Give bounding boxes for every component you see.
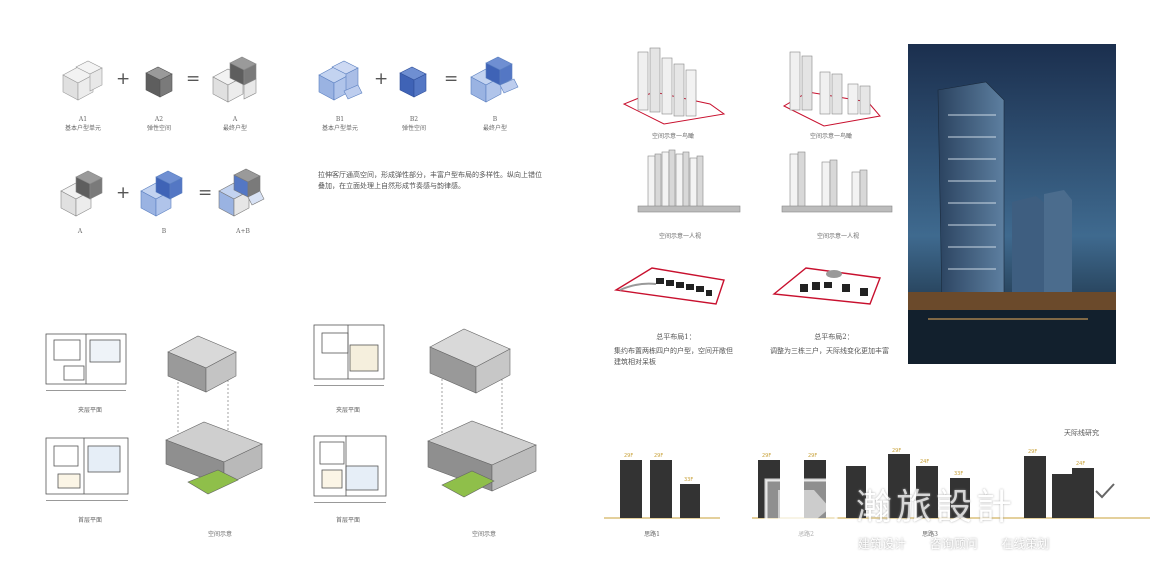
plan-left-upper-caption: 夹层平面 xyxy=(77,407,102,414)
site-plan-1-title: 总平布局1： xyxy=(656,333,696,341)
watermark-tag-3: 在线策划 xyxy=(1001,537,1050,551)
axon-right-caption: 空间示意 xyxy=(471,531,496,538)
massing-street-1-caption: 空间示意一人视 xyxy=(658,233,701,240)
unit-a1-block xyxy=(62,60,103,101)
massing-birdseye-1-caption: 空间示意一鸟瞰 xyxy=(651,133,694,140)
unit-a-block xyxy=(212,56,257,103)
unit-diagram-row-b: B1 基本户型单元 + B2 弹性空间 = B 最终户型 xyxy=(308,55,528,145)
axon-left-caption: 空间示意 xyxy=(207,531,232,538)
unit-a1-caption: 基本户型单元 xyxy=(64,125,101,132)
watermark-tag-2: 咨询顾问 xyxy=(929,537,978,551)
unit-diagram-row-ab: A + B = A+B xyxy=(50,165,280,245)
massing-street-1 xyxy=(637,149,741,213)
unit-a1-id: A1 xyxy=(78,116,88,123)
skyline-label-7: 24F xyxy=(920,459,929,465)
skyline-label-3: 33F xyxy=(684,477,693,483)
tower-night-rendering xyxy=(908,44,1116,364)
skyline-scheme-3: 思路3 xyxy=(922,531,938,538)
watermark-logo-icon xyxy=(764,478,838,548)
equals-sign: = xyxy=(186,69,201,89)
skyline-label-6: 29F xyxy=(892,448,901,454)
unit-b1-block xyxy=(318,60,363,101)
skyline-study-chart: 29F 29F 33F 29F 29F 29F 24F 33F 29F 24F xyxy=(604,448,1150,519)
plus-sign: + xyxy=(116,183,131,203)
site-plan-2 xyxy=(772,267,881,305)
combo-ab-label: A+B xyxy=(236,228,250,235)
massing-street-2-caption: 空间示意一人视 xyxy=(816,233,859,240)
unit-b2-caption: 弹性空间 xyxy=(401,125,426,132)
floor-plan-right-lower xyxy=(313,435,387,503)
skyline-label-1: 29F xyxy=(624,453,633,459)
skyline-label-2: 29F xyxy=(654,453,663,459)
massing-birdseye-1 xyxy=(622,47,726,125)
unit-a2-block xyxy=(145,66,173,98)
massing-street-2 xyxy=(781,151,893,213)
axon-right xyxy=(427,328,537,498)
equals-sign: = xyxy=(198,183,213,203)
unit-b-block xyxy=(470,56,519,103)
plus-sign: + xyxy=(374,69,389,89)
combo-a-label: A xyxy=(77,228,83,235)
skyline-scheme-2: 思路2 xyxy=(798,531,814,538)
axon-left xyxy=(165,335,263,495)
skyline-scheme-1: 思路1 xyxy=(644,531,660,538)
equals-sign: = xyxy=(444,69,459,89)
skyline-label-4: 29F xyxy=(762,453,771,459)
site-plan-1-description: 集约布置两栋四户的户型，空间开敞但建筑相对呆板 xyxy=(614,347,733,366)
unit-a-id: A xyxy=(232,116,238,123)
unit-ab-combo-block xyxy=(218,168,265,217)
massing-birdseye-2-caption: 空间示意一鸟瞰 xyxy=(809,133,852,140)
skyline-label-10: 24F xyxy=(1076,461,1085,467)
skyline-label-8: 33F xyxy=(954,471,963,477)
unit-b-combo-block xyxy=(140,170,183,217)
plan-right-lower-caption: 首层平面 xyxy=(335,517,360,524)
site-plan-1 xyxy=(613,267,725,305)
unit-diagram-row-a: A1 基本户型单元 + A2 弹性空间 = A 最终户型 xyxy=(50,55,270,145)
floor-plan-left-lower xyxy=(45,437,129,501)
watermark-brand: 瀚旅設計 xyxy=(856,487,1017,528)
skyline-study-title: 天际线研究 xyxy=(1064,429,1099,437)
skyline-label-5: 29F xyxy=(808,453,817,459)
floor-plan-left-upper xyxy=(45,333,127,391)
design-description: 拉伸客厅通高空间，形成弹性部分，丰富户型布局的多样性。纵向上错位叠加，在立面处理… xyxy=(318,171,542,190)
plus-sign: + xyxy=(116,69,131,89)
unit-a-caption: 最终户型 xyxy=(222,125,247,132)
plan-left-lower-caption: 首层平面 xyxy=(77,517,102,524)
unit-b2-id: B2 xyxy=(409,116,419,123)
unit-b-caption: 最终户型 xyxy=(482,125,507,132)
floor-plan-right-upper xyxy=(313,324,385,386)
massing-birdseye-2 xyxy=(782,51,881,127)
plan-right-upper-caption: 夹层平面 xyxy=(335,407,360,414)
watermark-tags: 建筑设计 咨询顾问 在线策划 xyxy=(858,535,1049,552)
unit-b-id: B xyxy=(492,116,498,123)
unit-a2-caption: 弹性空间 xyxy=(146,125,171,132)
unit-b2-block xyxy=(399,66,427,98)
unit-b1-caption: 基本户型单元 xyxy=(321,125,358,132)
combo-b-label: B xyxy=(161,228,167,235)
skyline-label-9: 29F xyxy=(1028,449,1037,455)
site-plan-2-description: 调整为三栋三户，天际线变化更加丰富 xyxy=(770,347,889,355)
site-plan-2-title: 总平布局2： xyxy=(814,333,854,341)
unit-a2-id: A2 xyxy=(154,116,164,123)
unit-b1-id: B1 xyxy=(335,116,345,123)
unit-a-combo-block xyxy=(60,170,103,217)
watermark-tag-1: 建筑设计 xyxy=(858,537,907,551)
checkmark-icon xyxy=(1095,483,1115,499)
